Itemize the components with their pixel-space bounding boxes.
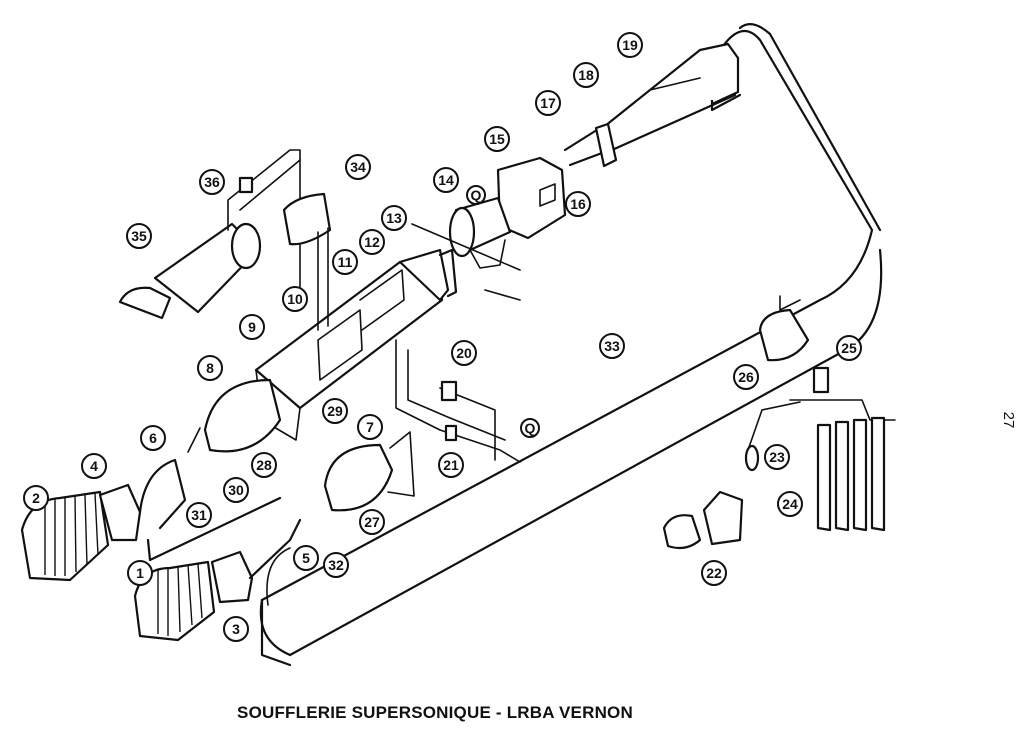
svg-text:33: 33 (604, 338, 620, 354)
svg-text:3: 3 (232, 621, 240, 637)
callout-11: 11 (332, 249, 358, 275)
svg-text:32: 32 (328, 557, 344, 573)
svg-text:15: 15 (489, 131, 505, 147)
settling-chamber (254, 248, 458, 441)
svg-text:29: 29 (327, 403, 343, 419)
callout-2: 2 (23, 485, 49, 511)
svg-text:26: 26 (738, 369, 754, 385)
svg-text:25: 25 (841, 340, 857, 356)
callout-35: 35 (126, 223, 152, 249)
svg-text:Q: Q (471, 187, 482, 203)
svg-text:27: 27 (364, 514, 380, 530)
svg-text:12: 12 (364, 234, 380, 250)
svg-text:6: 6 (149, 430, 157, 446)
callout-22: 22 (701, 560, 727, 586)
svg-text:7: 7 (366, 419, 374, 435)
callout-6: 6 (140, 425, 166, 451)
callout-27: 27 (359, 509, 385, 535)
callout-31: 31 (186, 502, 212, 528)
callout-3: 3 (223, 616, 249, 642)
auxiliary-drive (118, 149, 332, 331)
callout-12: 12 (359, 229, 385, 255)
callout-21: 21 (438, 452, 464, 478)
svg-text:1: 1 (136, 565, 144, 581)
callout-9: 9 (239, 314, 265, 340)
callout-32: 32 (323, 552, 349, 578)
svg-text:22: 22 (706, 565, 722, 581)
callout-5: 5 (293, 545, 319, 571)
callout-1: 1 (127, 560, 153, 586)
svg-text:23: 23 (769, 449, 785, 465)
test-section (411, 156, 567, 301)
svg-text:34: 34 (350, 159, 366, 175)
svg-text:14: 14 (438, 172, 454, 188)
svg-text:16: 16 (570, 196, 586, 212)
svg-text:Q: Q (525, 420, 536, 436)
callout-34: 34 (345, 154, 371, 180)
callout-29: 29 (322, 398, 348, 424)
callout-15: 15 (484, 126, 510, 152)
callout-16: 16 (565, 191, 591, 217)
svg-text:24: 24 (782, 496, 798, 512)
callout-q-test-section: Q (466, 185, 486, 205)
callout-4: 4 (81, 453, 107, 479)
callout-10: 10 (282, 286, 308, 312)
svg-text:5: 5 (302, 550, 310, 566)
svg-text:8: 8 (206, 360, 214, 376)
callout-28: 28 (251, 452, 277, 478)
svg-text:21: 21 (443, 457, 459, 473)
svg-text:31: 31 (191, 507, 207, 523)
callout-14: 14 (433, 167, 459, 193)
svg-text:17: 17 (540, 95, 556, 111)
callout-18: 18 (573, 62, 599, 88)
callout-q-duct: Q (520, 418, 540, 438)
svg-text:20: 20 (456, 345, 472, 361)
svg-text:28: 28 (256, 457, 272, 473)
svg-text:13: 13 (386, 210, 402, 226)
callout-17: 17 (535, 90, 561, 116)
callout-24: 24 (777, 491, 803, 517)
callout-7: 7 (357, 414, 383, 440)
svg-text:36: 36 (204, 174, 220, 190)
svg-text:9: 9 (248, 319, 256, 335)
callout-36: 36 (199, 169, 225, 195)
svg-text:19: 19 (622, 37, 638, 53)
valve-network (395, 339, 521, 463)
callout-8: 8 (197, 355, 223, 381)
callout-25: 25 (836, 335, 862, 361)
gas-supply (662, 295, 896, 550)
svg-text:4: 4 (90, 458, 98, 474)
callout-33: 33 (599, 333, 625, 359)
callout-23: 23 (764, 444, 790, 470)
svg-text:10: 10 (287, 291, 303, 307)
callout-30: 30 (223, 477, 249, 503)
figure-caption: SOUFFLERIE SUPERSONIQUE - LRBA VERNON (237, 703, 633, 722)
svg-text:18: 18 (578, 67, 594, 83)
callout-20: 20 (451, 340, 477, 366)
callout-19: 19 (617, 32, 643, 58)
svg-text:35: 35 (131, 228, 147, 244)
svg-text:2: 2 (32, 490, 40, 506)
callout-13: 13 (381, 205, 407, 231)
callout-26: 26 (733, 364, 759, 390)
diffuser (563, 42, 742, 168)
svg-text:11: 11 (338, 254, 353, 270)
heater-cones (187, 378, 415, 512)
compressor-group (20, 458, 302, 642)
page-number: 27 (1000, 411, 1017, 429)
svg-text:30: 30 (228, 482, 244, 498)
